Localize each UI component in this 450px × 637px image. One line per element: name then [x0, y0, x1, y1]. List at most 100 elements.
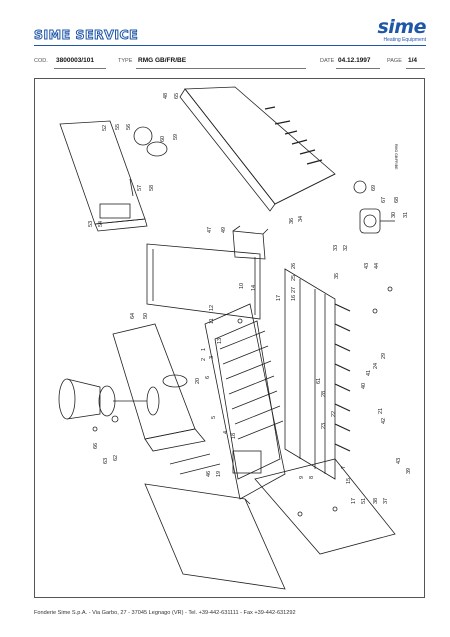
part-label: 54 [98, 221, 104, 227]
cod-label: COD. [34, 58, 48, 64]
company-footer: Fonderie Sime S.p.A. - Via Garbo, 27 - 3… [34, 610, 296, 616]
cod-underline [54, 68, 106, 69]
part-label: 8 [309, 476, 315, 479]
part-label: 27 [291, 287, 297, 293]
part-label: 30 [391, 212, 397, 218]
page-label: PAGE [387, 58, 402, 64]
part-label: 18 [231, 433, 237, 439]
fixings [92, 286, 393, 432]
part-label: 65 [174, 93, 180, 99]
part-label: 7 [341, 466, 347, 469]
part-number-labels: 48 65 52 55 56 60 59 57 5 8 53 54 3 6 34 4… [88, 93, 412, 504]
part-label: 61 [316, 378, 322, 384]
part-label: 32 [343, 245, 349, 251]
part-label: 22 [331, 411, 337, 417]
part-label: 15 [346, 478, 352, 484]
part-label: 66 [93, 443, 99, 449]
part-label: 29 [381, 353, 387, 359]
cod-value: 3800003/101 [56, 57, 94, 64]
part-label: 49 [221, 227, 227, 233]
part-label: 60 [160, 136, 166, 142]
type-label: TYPE [118, 58, 133, 64]
part-label: 63 [103, 458, 109, 464]
left-side-frame [146, 243, 261, 320]
part-label: 37 [383, 498, 389, 504]
service-title: SIME SERVICE [33, 27, 139, 43]
part-label: 56 [126, 124, 132, 130]
part-label: 47 [207, 227, 213, 233]
date-underline [336, 68, 380, 69]
exploded-view-drawing: 48 65 52 55 56 60 59 57 5 8 53 54 3 6 34 4… [58, 86, 412, 590]
part-label: 19 [216, 471, 222, 477]
thermostat [129, 126, 168, 197]
document-info-row: COD. 3800003/101 TYPE RMG GB/FR/BE DATE … [34, 57, 426, 69]
part-label: 35 [334, 273, 340, 279]
part-label: 52 [102, 125, 108, 131]
boiler-sections [204, 303, 286, 500]
drawing-stamp: RMG GB/FR/BE [394, 144, 398, 170]
part-label: 21 [378, 408, 384, 414]
part-label: 48 [163, 93, 169, 99]
part-label: 68 [394, 197, 400, 203]
part-label: 57 [137, 185, 143, 191]
part-label: 14 [251, 285, 257, 291]
front-panel [59, 120, 148, 232]
part-label: 17 [276, 295, 282, 301]
part-label: 12 [209, 305, 215, 311]
part-label: 43 [396, 458, 402, 464]
part-label: 11 [209, 318, 215, 324]
part-label: 55 [115, 124, 121, 130]
part-label: 10 [239, 283, 245, 289]
part-label: 24 [373, 363, 379, 369]
type-underline [136, 68, 306, 69]
logo-tagline: Heating Equipment [383, 37, 426, 43]
part-label: 67 [381, 197, 387, 203]
part-label: 1 [201, 348, 207, 351]
electrical-box [232, 225, 269, 260]
part-label: 3 [209, 356, 215, 359]
part-label: 16 [291, 295, 297, 301]
part-label: 25 [291, 275, 297, 281]
exploded-view-frame: 48 65 52 55 56 60 59 57 5 8 53 54 3 6 34 4… [34, 78, 425, 598]
part-label: 41 [366, 370, 372, 376]
part-label: 42 [381, 418, 387, 424]
part-label: 13 [217, 338, 223, 344]
part-label: 51 [361, 498, 367, 504]
part-label: 23 [321, 423, 327, 429]
part-label: 59 [173, 134, 179, 140]
part-label: 31 [403, 212, 409, 218]
part-label: 5 [211, 416, 217, 419]
front-lower-panel [254, 458, 396, 555]
part-label: 50 [143, 313, 149, 319]
part-label: 28 [321, 391, 327, 397]
part-label: 4 [223, 431, 229, 434]
part-label: 40 [361, 383, 367, 389]
type-value: RMG GB/FR/BE [138, 57, 187, 64]
casing-cover [179, 86, 336, 212]
gas-valve [353, 180, 395, 234]
part-label: 6 [205, 376, 211, 379]
page-value: 1/4 [408, 57, 418, 64]
part-label: 17 [351, 498, 357, 504]
base-panel [144, 483, 286, 590]
logo-wordmark: sime [377, 16, 426, 38]
flue-spigot [169, 453, 221, 475]
part-label: 46 [206, 471, 212, 477]
burner-assembly [284, 268, 351, 480]
part-label: 34 [298, 216, 304, 222]
date-label: DATE [320, 58, 335, 64]
part-label: 53 [88, 221, 94, 227]
date-value: 04.12.1997 [338, 57, 371, 64]
draught-diverter [58, 378, 160, 420]
part-label: 62 [113, 455, 119, 461]
part-label: 64 [130, 313, 136, 319]
part-label: 20 [195, 378, 201, 384]
sime-logo: sime Heating Equipment [366, 17, 426, 43]
part-label: 38 [373, 498, 379, 504]
part-label: 26 [291, 263, 297, 269]
part-label: 2 [201, 358, 207, 361]
part-label: 39 [406, 468, 412, 474]
part-label: 9 [299, 476, 305, 479]
part-label: 44 [374, 263, 380, 269]
flue-hood [112, 323, 206, 452]
